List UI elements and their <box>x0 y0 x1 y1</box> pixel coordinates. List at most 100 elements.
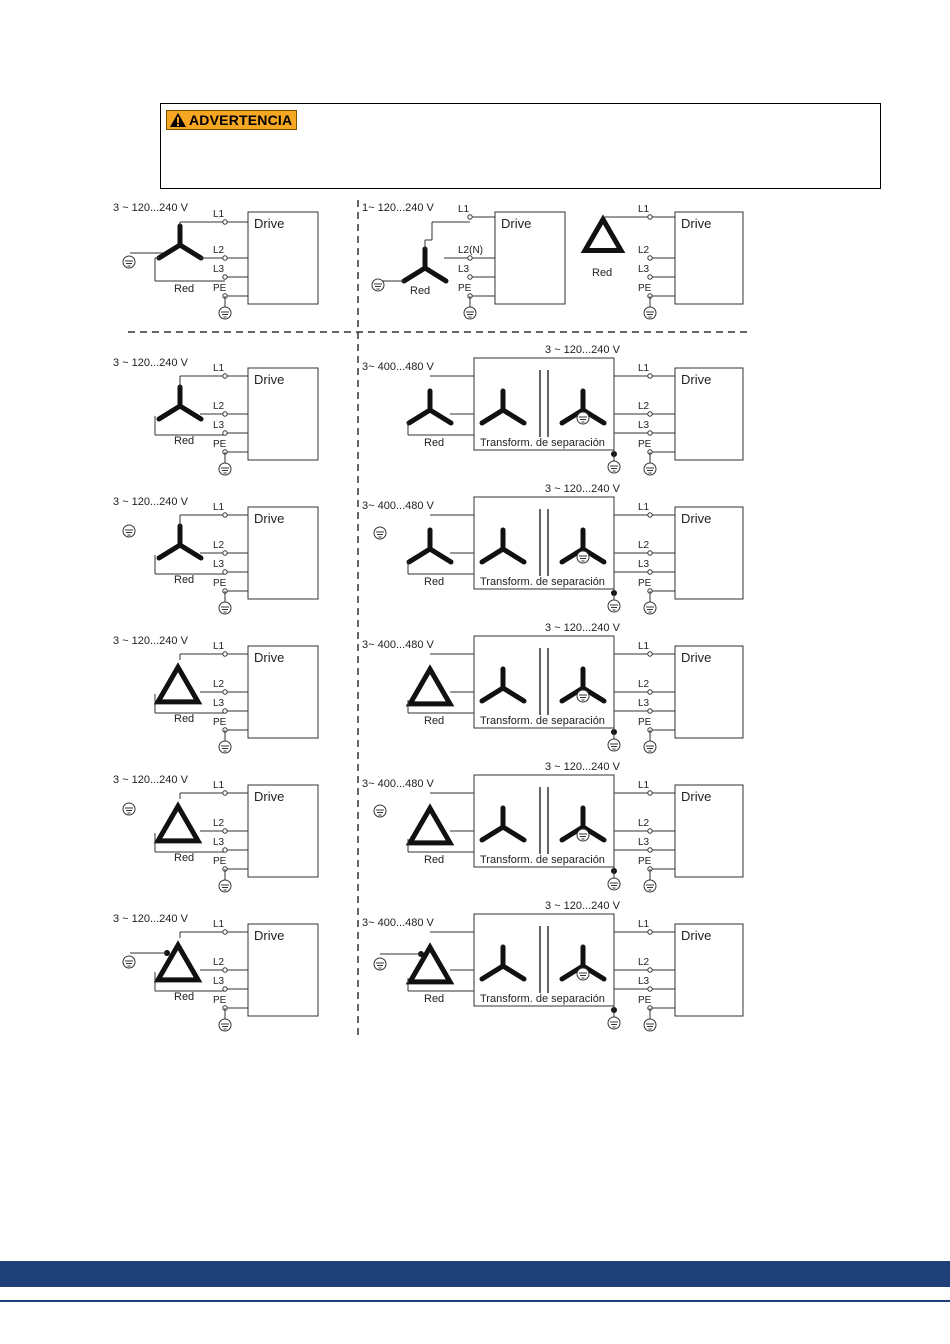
terminal <box>222 790 228 796</box>
drive-box <box>674 923 744 1017</box>
terminal <box>222 708 228 714</box>
drive-box <box>247 645 319 739</box>
terminal-label-l3: L3 <box>638 837 650 848</box>
terminal-label-l2: L2 <box>213 401 225 412</box>
network-label: Red <box>424 576 444 588</box>
transformer-label: Transform. de separación <box>480 437 605 449</box>
terminal <box>222 828 228 834</box>
star-winding <box>406 388 454 426</box>
footer-bar <box>0 1261 950 1287</box>
network-label: Red <box>174 435 194 447</box>
terminal-label-l3: L3 <box>213 698 225 709</box>
star-winding <box>559 388 607 426</box>
terminal <box>647 929 653 935</box>
star-winding <box>479 388 527 426</box>
terminal-label-l3: L3 <box>213 264 225 275</box>
ground-icon <box>218 740 232 754</box>
ground-icon <box>122 802 136 816</box>
terminal-label-l3: L3 <box>638 420 650 431</box>
terminal <box>647 569 653 575</box>
terminal <box>222 929 228 935</box>
terminal <box>222 411 228 417</box>
network-label: Red <box>592 267 612 279</box>
terminal <box>647 828 653 834</box>
drive-box <box>247 211 319 305</box>
terminal-label-l1: L1 <box>638 780 650 791</box>
terminal-label-l3: L3 <box>638 264 650 275</box>
network-label: Red <box>174 283 194 295</box>
star-winding <box>479 944 527 982</box>
terminal-label-l3: L3 <box>638 559 650 570</box>
terminal-label-l1: L1 <box>638 641 650 652</box>
network-label: Red <box>424 854 444 866</box>
terminal-label-l3: L3 <box>213 559 225 570</box>
terminal-label-l2: L2 <box>638 957 650 968</box>
terminal-label-l1: L1 <box>638 204 650 215</box>
terminal-label-pe: PE <box>213 995 227 1006</box>
terminal-label-pe: PE <box>638 578 652 589</box>
network-label: Red <box>174 852 194 864</box>
voltage-label: 3 ~ 120...240 V <box>113 357 189 369</box>
transformer-box <box>473 357 615 451</box>
terminal-label-pe: PE <box>638 439 652 450</box>
terminal <box>467 214 473 220</box>
terminal-label-pe: PE <box>213 856 227 867</box>
network-label: Red <box>424 993 444 1005</box>
terminal-label-l2: L2 <box>638 679 650 690</box>
terminal <box>647 373 653 379</box>
terminal-label-l2: L2 <box>638 818 650 829</box>
network-label: Red <box>174 713 194 725</box>
terminal <box>222 689 228 695</box>
terminal-label-l2: L2 <box>213 818 225 829</box>
delta-winding <box>153 801 203 844</box>
terminal-label-pe: PE <box>638 717 652 728</box>
terminal-label-l2: L2 <box>213 245 225 256</box>
star-winding <box>401 246 449 284</box>
ground-icon <box>643 740 657 754</box>
warning-box: ADVERTENCIA <box>160 103 881 189</box>
terminal <box>647 214 653 220</box>
delta-winding <box>405 803 455 846</box>
terminal <box>222 651 228 657</box>
terminal <box>647 651 653 657</box>
ground-icon <box>218 879 232 893</box>
ground-icon <box>576 967 590 981</box>
terminal-label-l1: L1 <box>213 363 225 374</box>
terminal <box>647 790 653 796</box>
transformer-label: Transform. de separación <box>480 854 605 866</box>
network-label: Red <box>424 715 444 727</box>
terminal-label-l2: L2 <box>638 401 650 412</box>
ground-icon <box>576 689 590 703</box>
ground-icon <box>607 1016 621 1030</box>
voltage-label: 3 ~ 120...240 V <box>113 496 189 508</box>
transformer-box <box>473 774 615 868</box>
terminal-label-l3: L3 <box>638 976 650 987</box>
voltage-label: 3 ~ 120...240 V <box>113 202 189 214</box>
terminal <box>647 411 653 417</box>
drive-label: Drive <box>254 789 284 804</box>
terminal-label-l2: L2 <box>638 540 650 551</box>
secondary-voltage-label: 3 ~ 120...240 V <box>545 483 621 495</box>
terminal-label-l2: L2 <box>213 679 225 690</box>
terminal <box>222 967 228 973</box>
terminal <box>647 274 653 280</box>
star-winding <box>479 666 527 704</box>
drive-label: Drive <box>681 650 711 665</box>
terminal-label-l2: L2(N) <box>458 245 483 256</box>
terminal <box>647 708 653 714</box>
terminal <box>222 255 228 261</box>
terminal <box>222 274 228 280</box>
terminal-label-l2: L2 <box>213 957 225 968</box>
voltage-label: 3 ~ 120...240 V <box>113 913 189 925</box>
drive-label: Drive <box>681 928 711 943</box>
terminal <box>647 689 653 695</box>
drive-box <box>674 784 744 878</box>
terminal <box>467 274 473 280</box>
ground-icon <box>643 306 657 320</box>
drive-box <box>494 211 566 305</box>
terminal-label-l3: L3 <box>638 698 650 709</box>
drive-label: Drive <box>501 216 531 231</box>
warning-badge: ADVERTENCIA <box>166 110 298 130</box>
secondary-voltage-label: 3 ~ 120...240 V <box>545 761 621 773</box>
